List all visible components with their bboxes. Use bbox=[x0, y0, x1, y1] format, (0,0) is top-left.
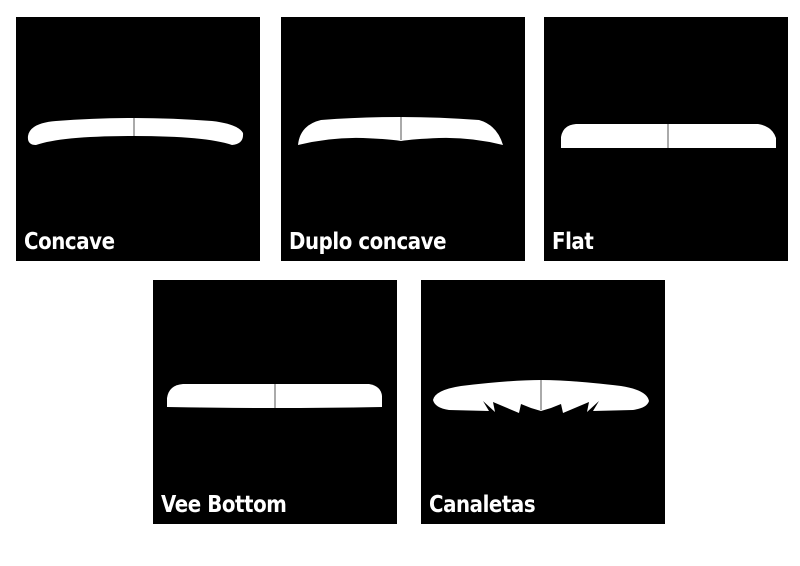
label-flat: Flat bbox=[552, 229, 594, 255]
flat-cross-section bbox=[561, 124, 776, 148]
board-shape bbox=[27, 118, 244, 145]
panel-vee-bottom: Vee Bottom bbox=[153, 280, 397, 524]
duplo-concave-cross-section bbox=[298, 117, 503, 145]
label-duplo-concave: Duplo concave bbox=[289, 229, 447, 255]
canaletas-cross-section bbox=[433, 380, 649, 413]
panel-canaletas: Canaletas bbox=[421, 280, 665, 524]
label-concave: Concave bbox=[24, 229, 115, 255]
panel-flat: Flat bbox=[544, 17, 788, 261]
label-vee-bottom: Vee Bottom bbox=[161, 492, 287, 518]
vee-bottom-cross-section bbox=[167, 384, 382, 408]
label-canaletas: Canaletas bbox=[429, 492, 536, 518]
concave-cross-section bbox=[27, 118, 244, 145]
panel-concave: Concave bbox=[16, 17, 260, 261]
panel-duplo-concave: Duplo concave bbox=[281, 17, 525, 261]
